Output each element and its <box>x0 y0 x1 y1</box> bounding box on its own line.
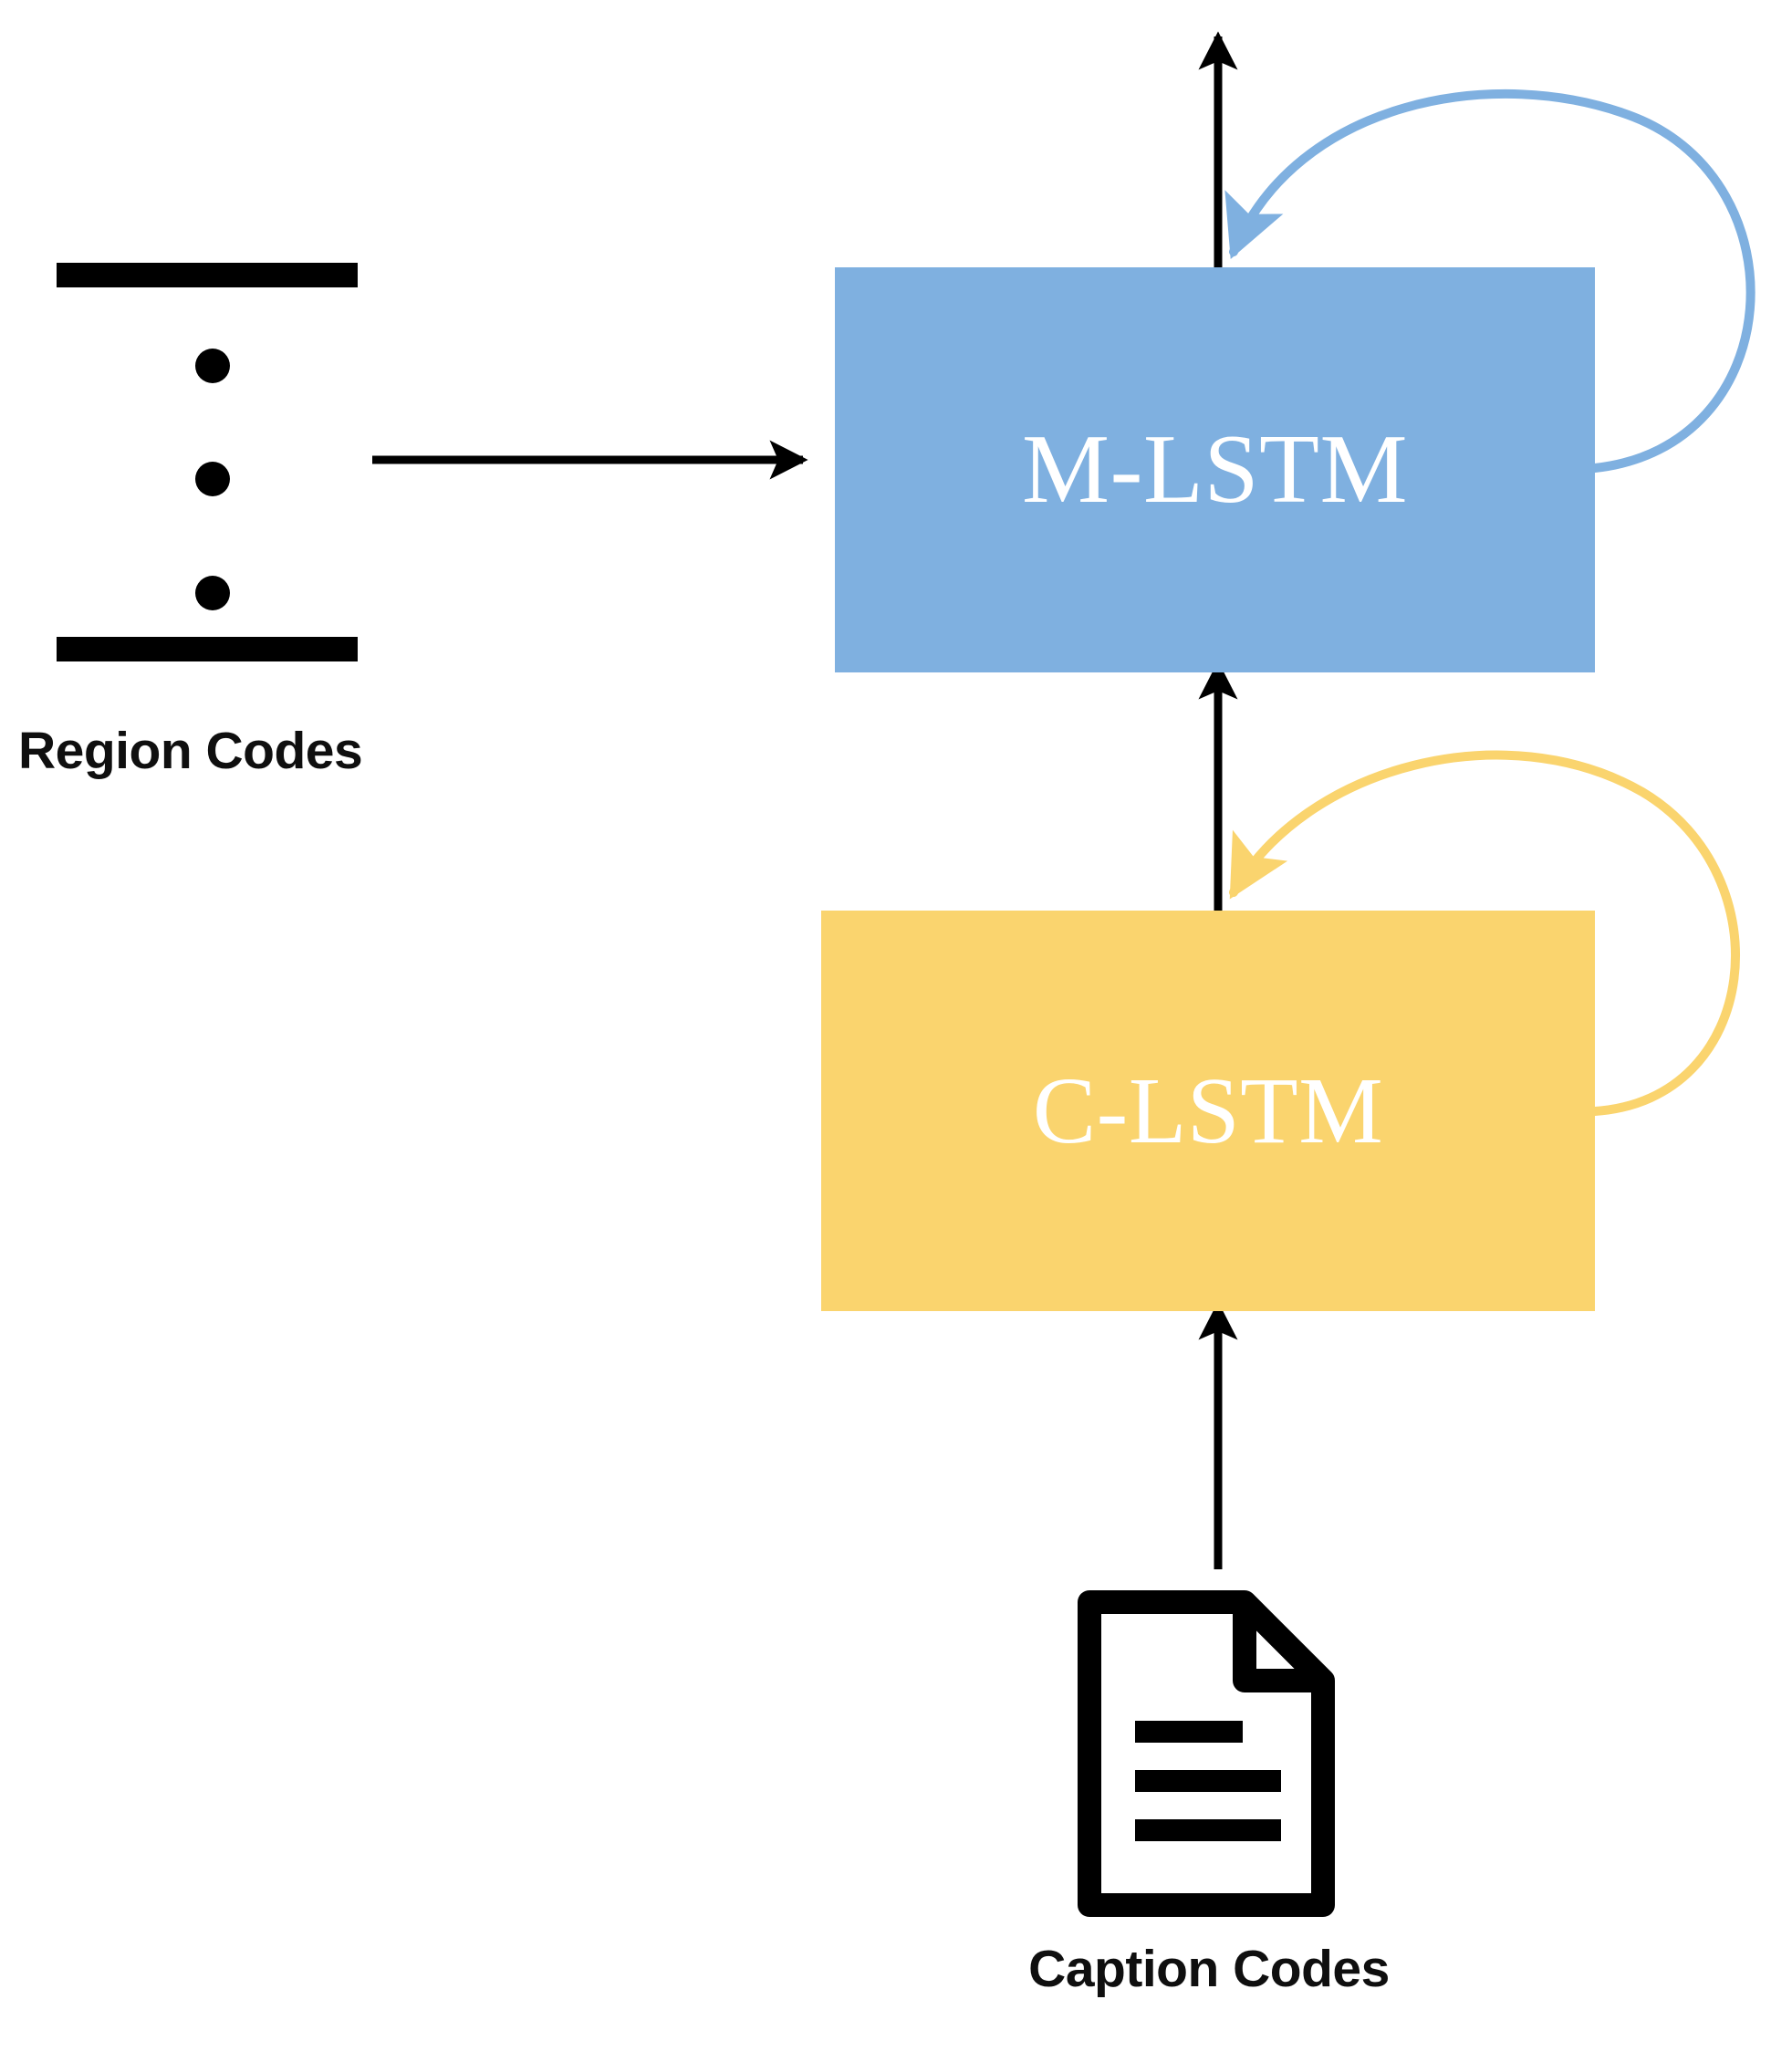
region-bar-bottom <box>57 637 358 661</box>
region-codes-label: Region Codes <box>18 722 363 780</box>
c-lstm-block: C-LSTM <box>821 911 1595 1311</box>
c-lstm-label: C-LSTM <box>1032 1057 1384 1163</box>
region-codes-stack <box>57 263 358 810</box>
region-dot-2 <box>195 462 230 496</box>
region-dot-1 <box>195 349 230 383</box>
m-lstm-recurrent-loop <box>1224 89 1756 473</box>
document-line-1 <box>1135 1721 1243 1743</box>
document-icon <box>1066 1586 1339 1921</box>
m-lstm-block: M-LSTM <box>835 267 1595 672</box>
caption-codes-label: Caption Codes <box>1028 1940 1390 1998</box>
document-line-2 <box>1135 1770 1281 1792</box>
m-lstm-label: M-LSTM <box>1021 415 1409 524</box>
c-lstm-recurrent-loop <box>1229 750 1741 1116</box>
region-bar-top <box>57 263 358 287</box>
region-dot-3 <box>195 576 230 610</box>
document-line-3 <box>1135 1819 1281 1841</box>
